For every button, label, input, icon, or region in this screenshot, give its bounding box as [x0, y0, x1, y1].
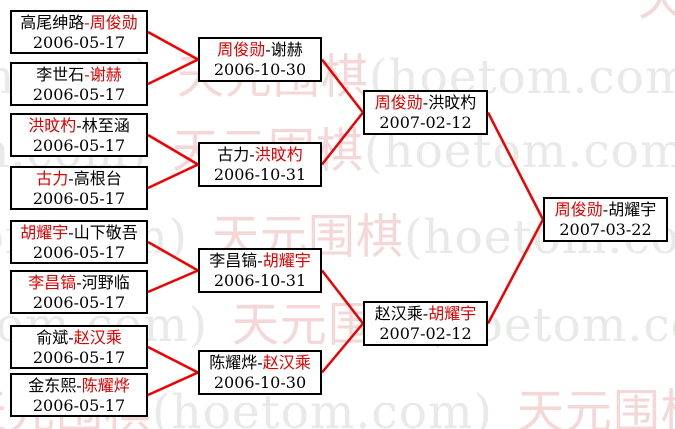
player-name: 周俊勋 [374, 93, 423, 112]
match-date: 2006-05-17 [32, 348, 126, 367]
player-name: -胡耀宇 [602, 200, 657, 219]
match-box-round1-4: 古力-高根台 2006-05-17 [10, 166, 148, 210]
player-name: 赵汉乘 [73, 328, 122, 347]
player-name: -高根台 [68, 169, 122, 188]
match-date: 2007-02-12 [379, 113, 472, 132]
match-box-round1-7: 俞斌-赵汉乘 2006-05-17 [10, 325, 148, 369]
connector-line [147, 133, 199, 166]
watermark-row: 天元围棋 [638, 0, 675, 30]
match-box-round1-6: 李昌镐-河野临 2006-05-17 [10, 270, 148, 314]
connector-line [147, 30, 199, 61]
player-name: 赵汉乘- [374, 304, 429, 323]
watermark-text: 天元围棋 [516, 385, 675, 429]
player-name: 李世石 [36, 65, 85, 84]
player-name: 赵汉乘 [262, 353, 311, 372]
player-name: 胡耀宇 [262, 251, 311, 270]
match-players: 李世石-谢赫 [12, 65, 146, 85]
match-players: 古力-高根台 [12, 169, 146, 189]
match-box-round2-2: 古力-洪旼杓 2006-10-31 [198, 142, 322, 187]
connector-line [486, 111, 545, 221]
match-box-round2-3: 李昌镐-胡耀宇 2006-10-31 [198, 248, 322, 293]
match-box-round1-2: 李世石-谢赫 2006-05-17 [10, 62, 148, 106]
match-box-round1-3: 洪旼杓-林至涵 2006-05-17 [10, 113, 148, 157]
match-date: 2007-03-22 [559, 220, 652, 239]
player-name: 古力- [217, 145, 255, 164]
match-date: 2006-05-17 [32, 293, 126, 312]
player-name: -河野临 [76, 273, 130, 292]
match-date: 2007-02-12 [379, 324, 472, 343]
match-players: 金东熙-陈耀烨 [12, 376, 146, 396]
player-name: -谢赫 [265, 40, 303, 59]
match-box-semifinal-1: 周俊勋-洪旼杓 2007-02-12 [363, 90, 488, 135]
match-players: 周俊勋-胡耀宇 [545, 200, 666, 220]
player-name: 洪旼杓 [28, 116, 77, 135]
player-name: 周俊勋 [554, 200, 603, 219]
match-players: 周俊勋-谢赫 [200, 40, 320, 60]
player-name: 陈耀烨- [209, 353, 263, 372]
match-date: 2006-05-17 [32, 396, 126, 415]
match-players: 洪旼杓-林至涵 [12, 116, 146, 136]
player-name: -谢赫 [84, 65, 122, 84]
match-players: 陈耀烨-赵汉乘 [200, 353, 320, 373]
match-date: 2006-10-30 [213, 60, 307, 79]
match-date: 2006-10-31 [213, 271, 307, 290]
match-date: 2006-05-17 [32, 136, 126, 155]
match-date: 2006-10-31 [213, 165, 307, 184]
connector-line [147, 240, 199, 272]
connector-line [321, 322, 364, 374]
player-name: 李昌镐 [28, 273, 77, 292]
match-date: 2006-05-17 [32, 85, 126, 104]
match-box-round1-1: 高尾绅路-周俊勋 2006-05-17 [10, 10, 148, 54]
match-date: 2006-05-17 [32, 243, 126, 262]
connector-line [321, 111, 364, 166]
match-date: 2006-10-30 [213, 373, 307, 392]
player-name: 洪旼杓 [254, 145, 303, 164]
connector-line [147, 371, 199, 397]
match-box-round1-5: 胡耀宇-山下敬吾 2006-05-17 [10, 220, 148, 264]
connector-line [147, 269, 199, 294]
match-players: 高尾绅路-周俊勋 [12, 13, 146, 33]
player-name: 胡耀宇 [20, 223, 69, 242]
match-date: 2006-05-17 [32, 33, 126, 52]
match-box-final: 周俊勋-胡耀宇 2007-03-22 [543, 197, 668, 242]
player-name: 俞斌- [36, 328, 74, 347]
match-box-round2-4: 陈耀烨-赵汉乘 2006-10-30 [198, 350, 322, 395]
watermark-text: 天元围棋 [638, 0, 675, 27]
match-box-round2-1: 周俊勋-谢赫 2006-10-30 [198, 37, 322, 82]
match-players: 赵汉乘-胡耀宇 [365, 304, 486, 324]
player-name: 古力 [36, 169, 69, 188]
match-players: 李昌镐-胡耀宇 [200, 251, 320, 271]
player-name: 周俊勋 [217, 40, 266, 59]
connector-line [486, 218, 545, 325]
connector-line [321, 269, 364, 325]
player-name: 李昌镐- [209, 251, 263, 270]
player-name: 陈耀烨 [81, 376, 130, 395]
match-players: 周俊勋-洪旼杓 [365, 93, 486, 113]
match-players: 胡耀宇-山下敬吾 [12, 223, 146, 243]
match-box-semifinal-2: 赵汉乘-胡耀宇 2007-02-12 [363, 301, 488, 346]
connector-line [147, 163, 199, 190]
player-name: -山下敬吾 [68, 223, 138, 242]
player-name: -林至涵 [76, 116, 130, 135]
match-box-round1-8: 金东熙-陈耀烨 2006-05-17 [10, 373, 148, 417]
match-players: 俞斌-赵汉乘 [12, 328, 146, 348]
connector-line [147, 345, 199, 374]
match-players: 李昌镐-河野临 [12, 273, 146, 293]
match-date: 2006-05-17 [32, 189, 126, 208]
player-name: 高尾绅路 [20, 13, 85, 32]
player-name: 金东熙- [28, 376, 82, 395]
connector-line [321, 58, 364, 114]
player-name: 胡耀宇 [428, 304, 477, 323]
match-players: 古力-洪旼杓 [200, 145, 320, 165]
player-name: -洪旼杓 [422, 93, 477, 112]
player-name: -周俊勋 [84, 13, 138, 32]
connector-line [147, 58, 199, 86]
